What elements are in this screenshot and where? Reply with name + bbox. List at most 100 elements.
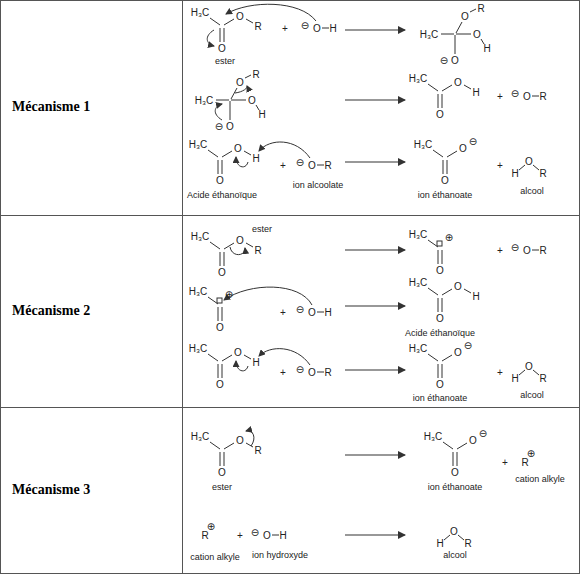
- bond-line: [533, 165, 539, 170]
- bond-line: [210, 442, 220, 449]
- atom-label: R: [324, 367, 331, 378]
- atom-label: R: [252, 69, 259, 80]
- atom-label: H₃C: [414, 139, 433, 150]
- bond-line: [442, 355, 452, 361]
- atom-label: O: [450, 526, 458, 537]
- bond-line: [208, 354, 218, 361]
- species-name: cation alkyle: [515, 475, 565, 485]
- bond-line: [222, 307, 223, 321]
- atom-label: H₃C: [195, 95, 214, 106]
- atom-label: O: [263, 530, 271, 541]
- species-name: ester: [215, 57, 235, 67]
- bond-line: [222, 151, 232, 157]
- atom-label: O: [459, 143, 467, 154]
- atom-label: H₃C: [191, 231, 210, 242]
- atom-label: O: [473, 29, 481, 40]
- atom-label: O: [218, 43, 226, 54]
- charge-symbol: ⊖: [440, 55, 448, 66]
- vacancy-box: [437, 241, 442, 246]
- bond-line: [532, 96, 539, 97]
- atom-label: O: [461, 11, 469, 22]
- atom-label: H₃C: [420, 29, 439, 40]
- atom-label: O: [234, 143, 242, 154]
- bond-line: [210, 18, 220, 25]
- atom-label: O: [218, 467, 226, 478]
- atom-label: H: [472, 291, 479, 302]
- atom-label: H₃C: [189, 139, 208, 150]
- atom-label: O: [234, 347, 242, 358]
- species-name: alcool: [520, 391, 544, 401]
- atom-label: R: [521, 457, 528, 468]
- bond-line: [245, 75, 251, 78]
- bond-line: [317, 165, 324, 166]
- electron-arrows: [207, 4, 316, 446]
- species-name: ester: [252, 225, 272, 235]
- atom-label: H: [511, 373, 518, 384]
- charge-symbol: ⊖: [296, 364, 304, 375]
- bond-line: [317, 372, 324, 373]
- atom-label: H₃C: [409, 277, 428, 288]
- bond-line: [244, 151, 251, 155]
- atom-label: R: [254, 245, 261, 256]
- atom-label: O: [451, 55, 459, 66]
- atom-label: H₃C: [191, 7, 210, 18]
- atom-label: O: [308, 367, 316, 378]
- bond-line: [246, 19, 253, 23]
- atom-label: O: [236, 235, 244, 246]
- bond-line: [457, 443, 467, 449]
- atom-label: R: [539, 168, 546, 179]
- atom-label: R: [477, 3, 484, 14]
- atom-label: O: [525, 156, 533, 167]
- bond-line: [428, 288, 438, 295]
- bond-line: [433, 150, 443, 157]
- bond-line: [447, 151, 457, 157]
- atom-label: O: [436, 379, 444, 390]
- atom-label: H: [258, 109, 265, 120]
- atom-label: R: [324, 160, 331, 171]
- species-name: ion éthanoate: [418, 191, 473, 201]
- bond-line: [442, 289, 452, 295]
- atom-label: H: [252, 357, 259, 368]
- bond-line: [455, 35, 456, 54]
- bond-line: [224, 19, 234, 25]
- bond-line: [317, 312, 324, 313]
- reaction-arrows: [345, 30, 405, 535]
- atom-label: O: [436, 313, 444, 324]
- bond-line: [464, 289, 471, 293]
- atom-label: O: [236, 77, 244, 88]
- species-name: Acide éthanoïque: [405, 329, 475, 339]
- bond-line: [220, 452, 221, 466]
- bond-line: [222, 364, 223, 378]
- bond-line: [218, 364, 219, 378]
- plus-sign: +: [497, 91, 503, 102]
- atom-label: H₃C: [409, 229, 428, 240]
- atom-label: O: [469, 435, 477, 446]
- bond-line: [442, 85, 452, 91]
- atom-label: O: [523, 91, 531, 102]
- mechanism-title: Mécanisme 2: [12, 303, 90, 318]
- bond-line: [442, 94, 443, 108]
- atom-label: R: [254, 21, 261, 32]
- mechanism-title: Mécanisme 3: [12, 482, 90, 497]
- bond-line: [442, 298, 443, 312]
- atom-label: O: [313, 23, 321, 34]
- atom-label: H: [511, 168, 518, 179]
- atom-label: O: [454, 77, 462, 88]
- bond-line: [464, 85, 471, 89]
- atom-label: R: [201, 530, 208, 541]
- plus-sign: +: [280, 307, 286, 318]
- bond-line: [470, 9, 476, 12]
- atom-label: O: [218, 267, 226, 278]
- bond-line: [208, 150, 218, 157]
- atom-label: O: [216, 379, 224, 390]
- bond-line: [216, 100, 229, 101]
- species-name: ion hydroxyde: [252, 551, 308, 561]
- plus-sign: +: [237, 530, 243, 541]
- charge-symbol: ⊖: [511, 242, 519, 253]
- atom-label: H: [279, 530, 286, 541]
- bond-line: [224, 28, 225, 42]
- bond-line: [210, 242, 220, 249]
- bond-line: [453, 452, 454, 466]
